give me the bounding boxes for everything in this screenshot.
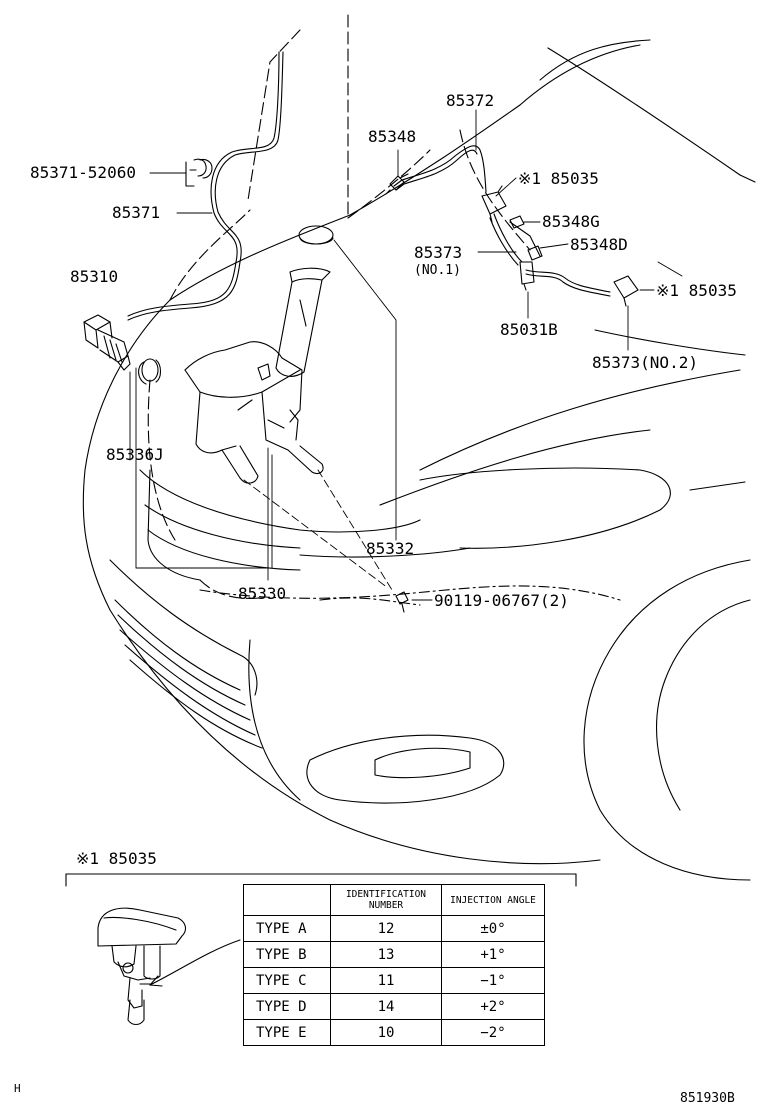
table-header-row: IDENTIFICATION NUMBER INJECTION ANGLE bbox=[243, 884, 545, 916]
clip-90119-06767 bbox=[395, 591, 409, 613]
table-row: TYPE C 11 −1° bbox=[243, 967, 545, 994]
detail-title: ※1 85035 bbox=[76, 849, 157, 868]
label-85373-no1-sub: (NO.1) bbox=[414, 263, 461, 278]
table-cell-id: 12 bbox=[330, 915, 442, 942]
footer-left-code: H bbox=[14, 1082, 21, 1095]
label-85372: 85372 bbox=[446, 91, 495, 110]
table-row: TYPE E 10 −2° bbox=[243, 1019, 545, 1046]
table-header-angle: INJECTION ANGLE bbox=[441, 884, 545, 916]
detail-bracket bbox=[65, 873, 577, 887]
label-85332: 85332 bbox=[366, 539, 415, 558]
table-cell-angle: −1° bbox=[441, 967, 545, 994]
clip-dashed-leader-a bbox=[243, 479, 389, 589]
label-85031b: 85031B bbox=[500, 320, 558, 339]
grommet-85336j bbox=[138, 358, 162, 385]
injection-angle-table: IDENTIFICATION NUMBER INJECTION ANGLE TY… bbox=[243, 884, 545, 1046]
footer-illustration-code: 851930B bbox=[680, 1091, 735, 1106]
table-cell-angle: +1° bbox=[441, 941, 545, 968]
table-cell-type: TYPE B bbox=[243, 941, 331, 968]
nozzle-hoses bbox=[385, 145, 639, 307]
label-85371-52060: 85371-52060 bbox=[30, 163, 136, 182]
tank-cap-85332 bbox=[298, 225, 334, 245]
table-row: TYPE B 13 +1° bbox=[243, 941, 545, 968]
label-90119-06767: 90119-06767(2) bbox=[434, 591, 569, 610]
table-cell-type: TYPE C bbox=[243, 967, 331, 994]
table-cell-id: 14 bbox=[330, 993, 442, 1020]
table-header-type bbox=[243, 884, 331, 916]
table-cell-id: 11 bbox=[330, 967, 442, 994]
table-row: TYPE A 12 ±0° bbox=[243, 915, 545, 942]
label-85330: 85330 bbox=[238, 584, 287, 603]
hood-dashed-outline bbox=[147, 14, 531, 599]
label-85336j: 85336J bbox=[106, 445, 164, 464]
car-body-outline bbox=[82, 39, 756, 881]
label-85348: 85348 bbox=[368, 127, 417, 146]
label-85348g: 85348G bbox=[542, 212, 600, 231]
label-85373-no1: 85373 bbox=[414, 243, 463, 262]
table-cell-type: TYPE A bbox=[243, 915, 331, 942]
clamp-85371-52060 bbox=[185, 158, 213, 187]
label-85348d: 85348D bbox=[570, 235, 628, 254]
table-cell-angle: +2° bbox=[441, 993, 545, 1020]
table-cell-id: 10 bbox=[330, 1019, 442, 1046]
table-cell-type: TYPE E bbox=[243, 1019, 331, 1046]
label-85035-lower: ※1 85035 bbox=[656, 281, 737, 300]
label-85371: 85371 bbox=[112, 203, 161, 222]
label-85310: 85310 bbox=[70, 267, 119, 286]
label-85035-upper: ※1 85035 bbox=[518, 169, 599, 188]
table-cell-id: 13 bbox=[330, 941, 442, 968]
washer-hose-85371 bbox=[127, 51, 284, 321]
table-cell-angle: −2° bbox=[441, 1019, 545, 1046]
table-header-identification: IDENTIFICATION NUMBER bbox=[330, 884, 442, 916]
table-cell-type: TYPE D bbox=[243, 993, 331, 1020]
nozzle-detail-drawing bbox=[97, 907, 241, 1026]
leader-lines bbox=[129, 109, 683, 601]
washer-pump-85310 bbox=[83, 314, 131, 371]
washer-tank-85330 bbox=[184, 267, 331, 484]
table-row: TYPE D 14 +2° bbox=[243, 993, 545, 1020]
table-cell-angle: ±0° bbox=[441, 915, 545, 942]
label-85373-no2: 85373(NO.2) bbox=[592, 353, 698, 372]
